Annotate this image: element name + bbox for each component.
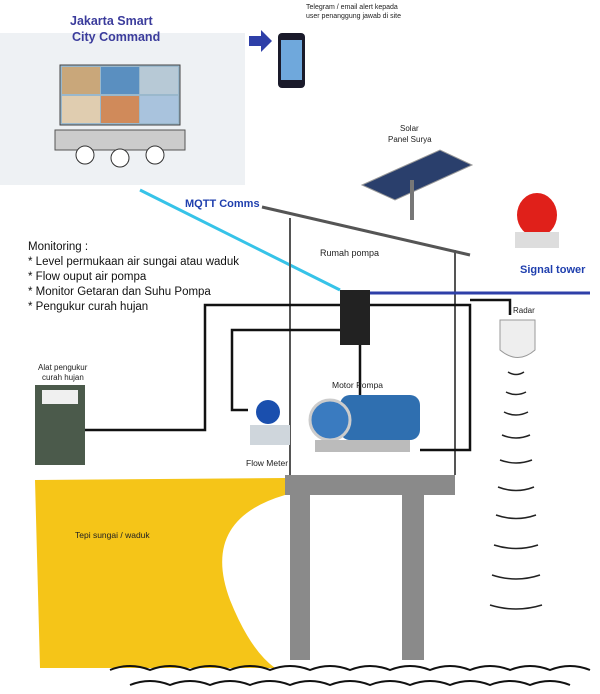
flow-meter-label: Flow Meter: [246, 458, 289, 468]
river-label: Tepi sungai / waduk: [75, 530, 150, 540]
alert-line2: user penanggung jawab di site: [306, 13, 401, 20]
roof: [261, 205, 471, 257]
water: [109, 665, 591, 687]
video-wall: [54, 64, 186, 168]
river-bank: [35, 478, 285, 668]
monitoring-item: * Pengukur curah hujan: [28, 301, 149, 313]
motor-pump: [308, 395, 420, 452]
pump-house-label: Rumah pompa: [320, 248, 380, 258]
alert-line1: Telegram / email alert kepada: [306, 4, 398, 11]
platform: [285, 475, 455, 495]
monitoring-item: * Monitor Getaran dan Suhu Pompa: [28, 286, 211, 298]
solar-label-1: Solar: [400, 124, 419, 133]
monitoring-item: * Level permukaan air sungai atau waduk: [28, 256, 239, 268]
mqtt-label: MQTT Comms: [185, 198, 260, 210]
mqtt-link: [139, 188, 341, 292]
arrow-icon: [249, 30, 272, 52]
monitoring-list: Monitoring : * Level permukaan air sunga…: [28, 240, 239, 315]
siren-icon: [515, 193, 559, 248]
rain-gauge-label-1: Alat pengukur: [38, 363, 88, 372]
signal-tower-label: Signal tower: [520, 264, 586, 276]
controller-box: [340, 290, 370, 345]
solar-panel: [360, 149, 474, 220]
motor-label: Motor Pompa: [332, 380, 384, 390]
monitoring-item: * Flow ouput air pompa: [28, 271, 147, 283]
radar-waves: [489, 371, 543, 610]
radar-label: Radar: [513, 306, 535, 315]
command-title-2: City Command: [72, 30, 161, 44]
flow-meter: [250, 400, 290, 445]
wiring: [85, 298, 512, 452]
solar-label-2: Panel Surya: [388, 135, 432, 144]
radar-sensor: [499, 319, 536, 358]
monitoring-title: Monitoring :: [28, 241, 89, 253]
command-title-1: Jakarta Smart: [70, 14, 153, 28]
rain-gauge-label-2: curah hujan: [42, 373, 84, 382]
